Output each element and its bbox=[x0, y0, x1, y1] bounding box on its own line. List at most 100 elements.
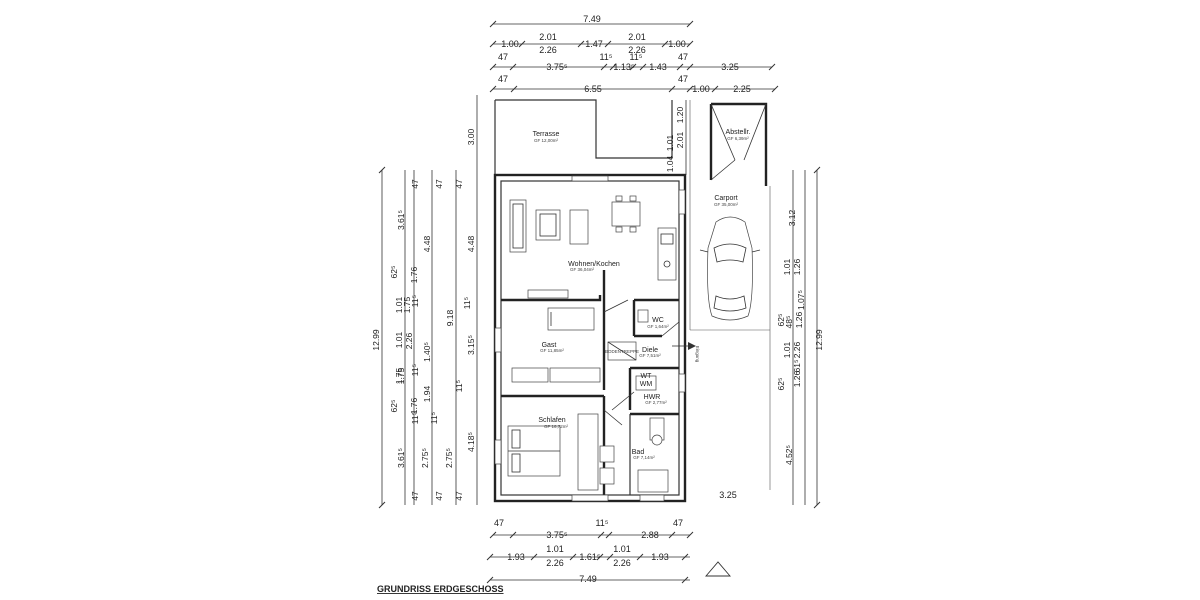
dim-right-c3-0: 12.99 bbox=[814, 329, 824, 351]
room-bad-name: Bad bbox=[632, 449, 645, 456]
room-abstell-name: Abstellr. bbox=[726, 129, 751, 136]
dim-left-c4-4: 11⁵ bbox=[410, 364, 420, 376]
room-gast-name: Gast bbox=[542, 342, 557, 349]
dim-left-c2-2: 1.75 bbox=[394, 367, 404, 384]
dim-left-c5-2: 11⁵ bbox=[429, 412, 439, 424]
bottom-dimension-chains: 47 11⁵ 47 3.75⁵ 2.88 3.25 1.01 1.01 1.93… bbox=[486, 490, 737, 584]
room-labels: Wohnen/Kochen GF 36,04m² Gast GF 11,85m²… bbox=[538, 261, 700, 460]
dim-left-c3-7: 3.61⁵ bbox=[396, 448, 406, 468]
storage-room: Abstellr. GF 6,39m² bbox=[709, 102, 768, 186]
dim-top-r2-2: 1.47 bbox=[585, 39, 603, 49]
room-terrasse-area: GF 12,00m² bbox=[534, 138, 559, 143]
room-wc-area: GF 1,64m² bbox=[647, 324, 669, 329]
dim-bot-r2-3: 2.26 bbox=[613, 558, 631, 568]
terrace-area: Terrasse GF 12,00m² bbox=[494, 99, 680, 176]
dim-top-r3u-1: 11⁵ bbox=[599, 52, 612, 62]
dim-top-r2-3: 2.26 bbox=[628, 45, 646, 55]
dim-left-c4-1: 4.48 bbox=[422, 235, 432, 252]
dim-left-c6-3: 3.15⁵ bbox=[466, 335, 476, 355]
label-bodentreppe: BODENTREPPE bbox=[605, 349, 639, 354]
dim-left-c5-3: 2.75⁵ bbox=[444, 448, 454, 468]
dim-top-r3u-3: 47 bbox=[678, 52, 688, 62]
dim-right-c1-2: 62⁵ bbox=[776, 314, 786, 327]
dim-bot-total: 7.49 bbox=[579, 574, 597, 584]
dim-left-c3-1: 3.61⁵ bbox=[396, 210, 406, 230]
label-wm: WM bbox=[640, 381, 653, 388]
dim-left-c4-8: 47 bbox=[434, 491, 444, 501]
living-furniture bbox=[509, 195, 677, 299]
dim-left-c3-2: 1.76 bbox=[409, 266, 419, 283]
dim-top-r3-2: 1.43 bbox=[649, 62, 667, 72]
dim-top-total: 7.49 bbox=[583, 14, 601, 24]
dim-bot-r2-0: 1.93 bbox=[507, 552, 525, 562]
dim-right-c2-6: 61⁵ bbox=[792, 360, 802, 373]
dim-right-c1-1: 1.01 bbox=[782, 258, 792, 275]
dim-bot-r2u-0: 1.01 bbox=[546, 544, 564, 554]
dim-right-c2-4: 2.26 bbox=[792, 341, 802, 358]
dim-bot-r1u-0: 47 bbox=[494, 518, 504, 528]
dim-bot-r2-1: 2.26 bbox=[546, 558, 564, 568]
dim-left-c3-0: 47 bbox=[410, 179, 420, 189]
carport: Carport GF 35,00m² bbox=[689, 100, 771, 490]
dim-left-c3-6: 1.76 bbox=[409, 397, 419, 414]
dim-top-r4u-1: 47 bbox=[678, 74, 688, 84]
dim-top-r3-1: 1.13⁵ bbox=[613, 62, 635, 72]
dim-left-c4-6: 11⁵ bbox=[410, 412, 420, 424]
room-hwr-area: GF 2,77m² bbox=[645, 400, 667, 405]
dim-left-c1-0: 12.99 bbox=[371, 329, 381, 351]
room-bad-area: GF 7,14m² bbox=[633, 455, 655, 460]
dim-left-c6-5: 4.18⁵ bbox=[466, 432, 476, 452]
room-schlafen-name: Schlafen bbox=[538, 417, 565, 424]
dim-bot-r2-2: 1.61⁵ bbox=[579, 552, 601, 562]
car-symbol bbox=[699, 216, 761, 321]
dim-top-r2-4: 1.00 bbox=[668, 39, 686, 49]
dim-center-0: 1.20 bbox=[675, 106, 685, 123]
label-wt: WT bbox=[641, 373, 653, 380]
dim-top-2-01-b: 2.01 bbox=[628, 32, 646, 42]
dim-right-c2-2: 48⁵ bbox=[784, 316, 794, 329]
dim-left-c4-2: 11⁵ bbox=[410, 295, 420, 307]
label-eingang: Eingang bbox=[695, 346, 700, 363]
center-dimension-chain: 1.20 2.01 1.01 1.04 bbox=[665, 100, 687, 175]
room-terrasse-name: Terrasse bbox=[533, 131, 560, 138]
dim-top-r2-0: 1.00 bbox=[501, 39, 519, 49]
dim-bot-r1-0: 3.75⁵ bbox=[546, 530, 568, 540]
room-abstell-area: GF 6,39m² bbox=[727, 136, 749, 141]
dim-right-c1-3: 1.01 bbox=[782, 341, 792, 358]
dim-bot-r1-2: 3.25 bbox=[719, 490, 737, 500]
dim-left-c4-7: 2.75⁵ bbox=[420, 448, 430, 468]
left-dimension-chains: 12.99 62⁵ 1.01 1.75 62⁵ 1.01 47 3.61⁵ 1.… bbox=[371, 95, 478, 509]
windows bbox=[494, 175, 686, 502]
dim-left-c2-1: 1.01 bbox=[394, 331, 404, 348]
dim-top-r3-0: 3.75⁵ bbox=[546, 62, 568, 72]
dim-left-c2-4: 1.01 bbox=[394, 296, 404, 313]
dim-right-c2-3: 1.26 bbox=[794, 311, 804, 328]
room-diele-name: Diele bbox=[642, 347, 658, 354]
dim-left-c3-3: 1.75 bbox=[402, 296, 412, 313]
dim-top-r3u-0: 47 bbox=[498, 52, 508, 62]
dim-bot-r1-1: 2.88 bbox=[641, 530, 659, 540]
dim-left-c3-8: 47 bbox=[410, 491, 420, 501]
dim-left-c5-4: 47 bbox=[454, 491, 464, 501]
drawing-title: GRUNDRISS ERDGESCHOSS bbox=[377, 584, 504, 594]
north-arrow-icon bbox=[705, 561, 731, 577]
room-diele-area: GF 7,51m² bbox=[639, 353, 661, 358]
bedroom-furniture bbox=[507, 413, 615, 491]
dim-right-c2-1: 1.07⁵ bbox=[796, 290, 806, 310]
dim-right-c1-0: 3.12 bbox=[787, 209, 797, 226]
dim-center-2: 1.01 bbox=[665, 134, 675, 151]
dim-top-r3u-2: 11⁵ bbox=[629, 52, 642, 62]
dim-left-c6-0: 3.00 bbox=[466, 128, 476, 145]
top-dimension-chains: 7.49 2.01 2.01 1.00 2.26 1.47 2.26 1.00 … bbox=[489, 14, 779, 94]
dim-left-c6-4: 11⁵ bbox=[454, 380, 464, 392]
dim-left-c2-0: 62⁵ bbox=[389, 266, 399, 279]
dim-left-c3-5: 1.75 bbox=[396, 367, 406, 384]
dim-right-c2-5: 1.26 bbox=[792, 370, 802, 387]
dim-right-c1-5: 4.52⁵ bbox=[784, 445, 794, 465]
dim-top-r4-2: 2.25 bbox=[733, 84, 751, 94]
room-wc-name: WC bbox=[652, 317, 664, 324]
right-dimension-chains: 3.12 1.01 62⁵ 1.01 62⁵ 4.52⁵ 1.26 1.07⁵ … bbox=[776, 166, 824, 509]
dim-left-c4-5: 1.94 bbox=[422, 385, 432, 402]
dim-left-c5-1: 9.18 bbox=[445, 309, 455, 326]
